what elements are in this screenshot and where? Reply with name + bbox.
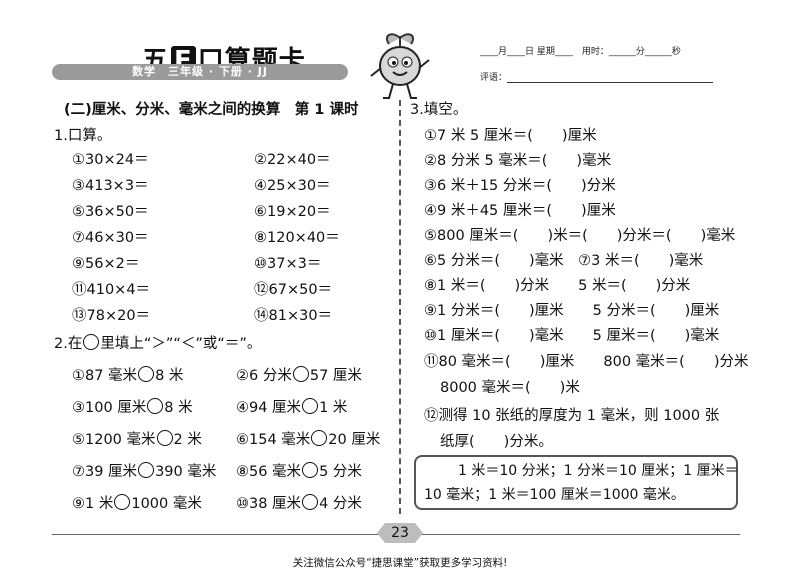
q1-title: 1.口算。	[54, 128, 112, 144]
q2-right-value: 2 米	[173, 432, 202, 448]
compare-circle[interactable]	[114, 494, 131, 510]
q2-item: ④94 厘米 1 米	[236, 396, 347, 417]
q1-item: ①30×24＝	[72, 152, 149, 168]
q3-line: ③6 米＋15 分米＝( )分米	[424, 178, 616, 194]
q2-right-value: 390 毫米	[155, 464, 217, 480]
q2-left-value: ⑧56 毫米	[236, 464, 302, 480]
q2-right-value: 1000 毫米	[131, 496, 202, 512]
q2-item: ⑩38 厘米 4 分米	[236, 492, 362, 513]
q2-left-value: ⑥154 毫米	[236, 432, 311, 448]
column-divider	[399, 100, 401, 514]
q3-line: 8000 毫米＝( )米	[440, 380, 580, 396]
q3-line: ⑨1 分米＝( )厘米 5 分米＝( )厘米	[424, 303, 720, 319]
q3-line: ⑧1 米＝( )分米 5 米＝( )分米	[424, 278, 691, 294]
q2-left-value: ①87 毫米	[72, 368, 138, 384]
q1-item: ⑥19×20＝	[254, 204, 331, 220]
page-badge-icon	[377, 523, 423, 543]
note-line: 10 毫米；1 米＝100 厘米＝1000 毫米。	[424, 487, 685, 503]
q3-line: ⑤800 厘米＝( )米＝( )分米＝( )毫米	[424, 228, 736, 244]
q3-line: ⑫测得 10 张纸的厚度为 1 毫米，则 1000 张	[424, 408, 720, 424]
q1-item: ⑤36×50＝	[72, 204, 149, 220]
q2-right-value: 1 米	[319, 400, 348, 416]
q3-line: ④9 米＋45 厘米＝( )厘米	[424, 203, 616, 219]
q2-title-rest: 里填上“＞”“＜”或“＝”。	[100, 336, 262, 352]
compare-circle[interactable]	[138, 462, 155, 478]
q3-line: ⑩1 厘米＝( )毫米 5 厘米＝( )毫米	[424, 328, 720, 344]
q3-title: 3.填空。	[410, 102, 468, 118]
q2-item: ⑧56 毫米 5 分米	[236, 460, 362, 481]
compare-circle[interactable]	[302, 398, 319, 414]
compare-circle[interactable]	[311, 430, 328, 446]
q2-left-value: ⑤1200 毫米	[72, 432, 156, 448]
comment-row: 评语：	[480, 70, 714, 83]
comment-line[interactable]	[507, 72, 714, 83]
note-line: 1 米＝10 分米；1 分米＝10 厘米；1 厘米＝	[458, 463, 739, 479]
q2-right-value: 4 分米	[319, 496, 362, 512]
page-number: 23	[391, 525, 409, 541]
q1-item: ③413×3＝	[72, 178, 149, 194]
date-time-fields: ____月____日 星期____ 用时：______分______秒	[480, 47, 681, 57]
q2-left-value: ③100 厘米	[72, 400, 147, 416]
q2-item: ③100 厘米 8 米	[72, 396, 193, 417]
q2-right-value: 8 米	[164, 400, 193, 416]
q1-item: ⑧120×40＝	[254, 230, 340, 246]
q2-item: ⑥154 毫米 20 厘米	[236, 428, 380, 449]
section-title: (二)厘米、分米、毫米之间的换算 第 1 课时	[64, 102, 359, 118]
comment-label: 评语：	[480, 73, 508, 83]
q2-item: ⑨1 米 1000 毫米	[72, 492, 202, 513]
compare-circle[interactable]	[156, 430, 173, 446]
q3-line: ②8 分米 5 毫米＝( )毫米	[424, 153, 612, 169]
q1-item: ⑨56×2＝	[72, 256, 140, 272]
q2-item: ⑦39 厘米 390 毫米	[72, 460, 216, 481]
compare-circle[interactable]	[138, 366, 155, 382]
q2-left-value: ②6 分米	[236, 368, 292, 384]
q3-line: 纸厚( )分米。	[440, 434, 553, 450]
q1-item: ⑦46×30＝	[72, 230, 149, 246]
q2-left-value: ⑦39 厘米	[72, 464, 138, 480]
grade-ribbon: 数学 三年级 · 下册 · JJ	[52, 64, 348, 80]
q2-left-value: ④94 厘米	[236, 400, 302, 416]
mascot-icon	[370, 33, 430, 99]
q3-line: ①7 米 5 厘米＝( )厘米	[424, 128, 597, 144]
footer-note: 关注微信公众号“捷思课堂”获取更多学习资料!	[292, 557, 508, 569]
q1-item: ②22×40＝	[254, 152, 331, 168]
formula-note-box: 1 米＝10 分米；1 分米＝10 厘米；1 厘米＝ 10 毫米；1 米＝100…	[414, 455, 739, 510]
q1-item: ⑫67×50＝	[254, 282, 333, 298]
q2-left-value: ⑩38 厘米	[236, 496, 302, 512]
q2-right-value: 57 厘米	[309, 368, 362, 384]
q1-item: ⑬78×20＝	[72, 308, 151, 324]
q2-right-value: 8 米	[155, 368, 184, 384]
q2-left-value: ⑨1 米	[72, 496, 114, 512]
q1-item: ⑩37×3＝	[254, 256, 322, 272]
q3-line: ⑥5 分米＝( )毫米 ⑦3 米＝( )毫米	[424, 253, 704, 269]
compare-circle[interactable]	[292, 366, 309, 382]
q2-title: 2.在 里填上“＞”“＜”或“＝”。	[54, 332, 261, 353]
q1-item: ⑪410×4＝	[72, 282, 151, 298]
q1-item: ⑭81×30＝	[254, 308, 333, 324]
q2-right-value: 5 分米	[319, 464, 362, 480]
compare-circle[interactable]	[302, 462, 319, 478]
q1-item: ④25×30＝	[254, 178, 331, 194]
q3-line: ⑪80 毫米＝( )厘米 800 毫米＝( )分米	[424, 354, 749, 370]
compare-circle[interactable]	[147, 398, 164, 414]
q2-item: ①87 毫米 8 米	[72, 364, 183, 385]
q2-item: ⑤1200 毫米 2 米	[72, 428, 202, 449]
compare-circle[interactable]	[302, 494, 319, 510]
circle-icon	[83, 334, 100, 350]
q2-right-value: 20 厘米	[328, 432, 381, 448]
q2-title-start: 2.在	[54, 336, 83, 352]
q2-item: ②6 分米 57 厘米	[236, 364, 362, 385]
